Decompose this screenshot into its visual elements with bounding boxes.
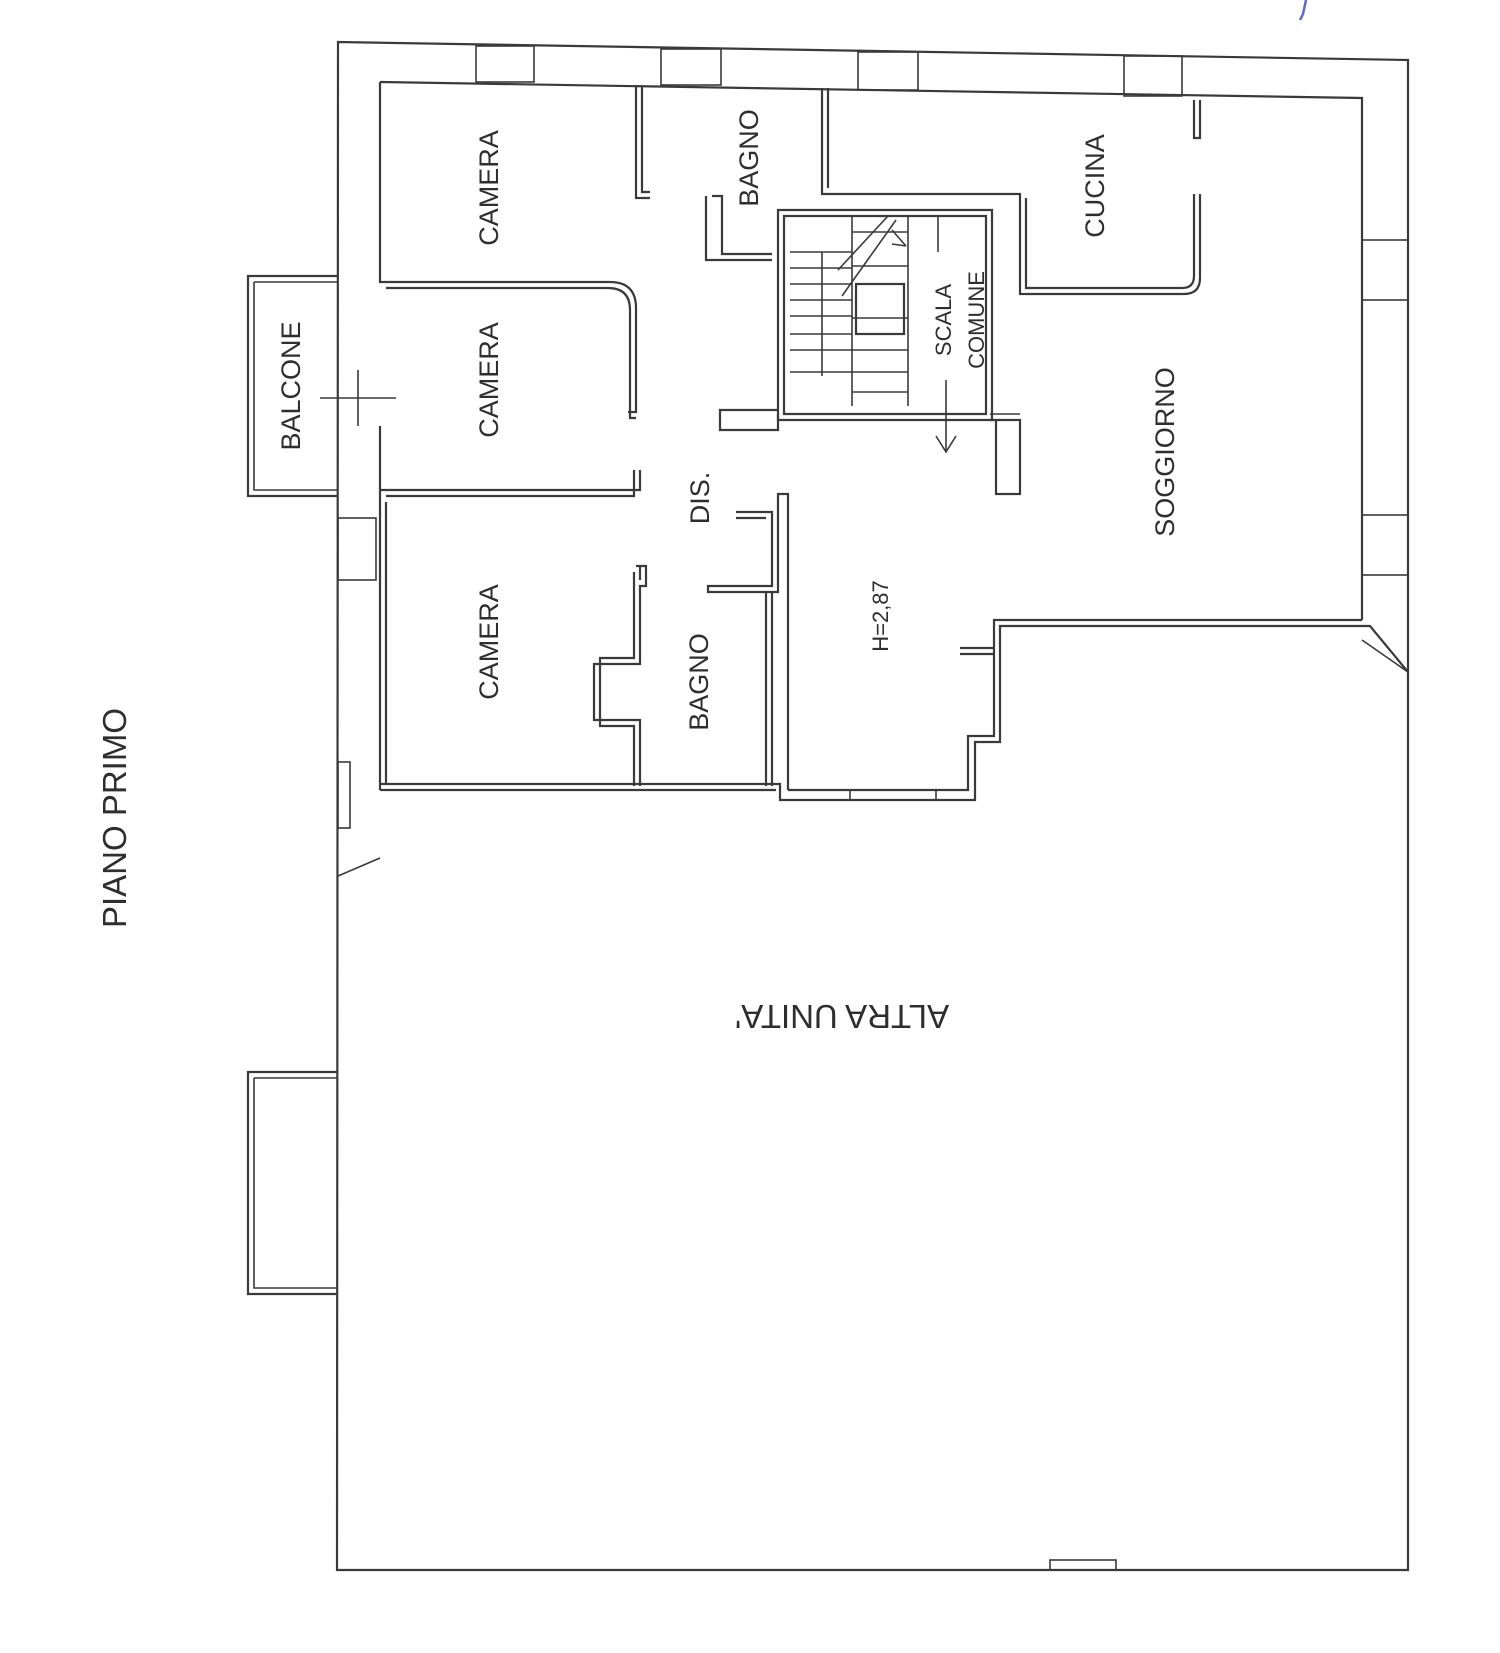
- room-label-soggiorno: SOGGIORNO: [1150, 367, 1180, 537]
- room-label-camera-bottom: CAMERA: [474, 584, 504, 700]
- balcony-structure: [246, 274, 396, 498]
- room-label-scala: SCALA: [931, 284, 956, 356]
- ceiling-height-label: H=2,87: [868, 580, 893, 652]
- room-label-bagno-top: BAGNO: [734, 109, 764, 207]
- room-label-comune: COMUNE: [964, 271, 989, 369]
- room-label-camera-top: CAMERA: [474, 130, 504, 246]
- pen-mark: [1298, 0, 1308, 21]
- right-windows: [1361, 239, 1409, 673]
- other-unit-label: ALTRA UNITA': [735, 998, 949, 1035]
- lower-balcony: [246, 1070, 337, 1296]
- bottom-window: [1049, 1559, 1117, 1571]
- top-windows: [475, 45, 1183, 97]
- room-label-balcone: BALCONE: [276, 321, 306, 450]
- outer-walls: [335, 40, 1410, 1572]
- floor-title: PIANO PRIMO: [96, 708, 133, 928]
- room-label-disimpegno: DIS.: [685, 472, 715, 525]
- room-label-bagno-bottom: BAGNO: [684, 633, 714, 731]
- room-label-cucina: CUCINA: [1080, 134, 1110, 238]
- staircase: [790, 215, 1020, 454]
- room-label-camera-middle: CAMERA: [474, 322, 504, 438]
- interior-walls: [378, 86, 1409, 802]
- left-windows: [337, 517, 381, 877]
